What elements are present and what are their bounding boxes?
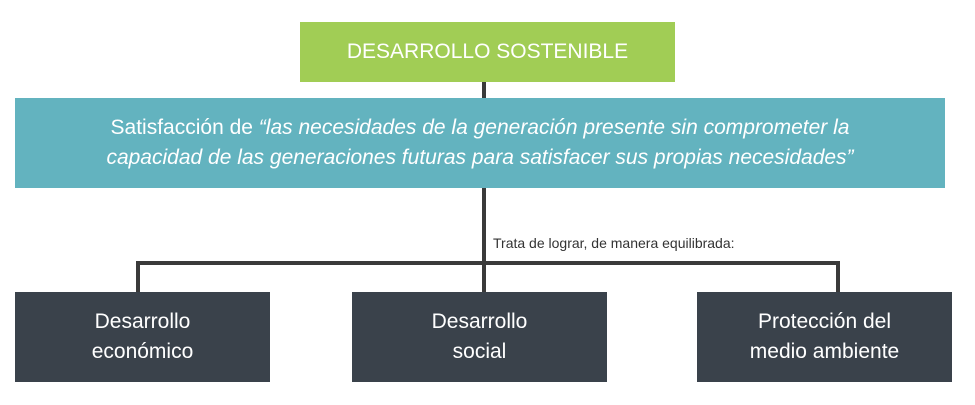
pillar-line1: Desarrollo <box>94 310 191 333</box>
pillar-environment: Protección del medio ambiente <box>697 292 952 382</box>
title-text: DESARROLLO SOSTENIBLE <box>346 40 629 63</box>
pillar-line2: social <box>452 340 507 363</box>
pillar-line1: Protección del <box>757 310 892 333</box>
pillar-line2: económico <box>91 340 194 363</box>
definition-quote-line1: “las necesidades de la generación presen… <box>258 116 850 139</box>
pillar-economic: Desarrollo económico <box>15 292 270 382</box>
pillar-social: Desarrollo social <box>352 292 607 382</box>
pillar-line1: Desarrollo <box>431 310 528 333</box>
connector-right <box>836 261 840 292</box>
definition-prefix: Satisfacción de <box>110 116 259 139</box>
connector-left <box>136 261 140 292</box>
connector-label: Trata de lograr, de manera equilibrada: <box>493 235 735 251</box>
title-box: DESARROLLO SOSTENIBLE <box>300 22 675 82</box>
pillar-line2: medio ambiente <box>749 340 900 363</box>
definition-quote-line2: capacidad de las generaciones futuras pa… <box>106 146 854 169</box>
connector-horizontal <box>136 261 840 265</box>
definition-box: Satisfacción de “las necesidades de la g… <box>15 98 945 188</box>
